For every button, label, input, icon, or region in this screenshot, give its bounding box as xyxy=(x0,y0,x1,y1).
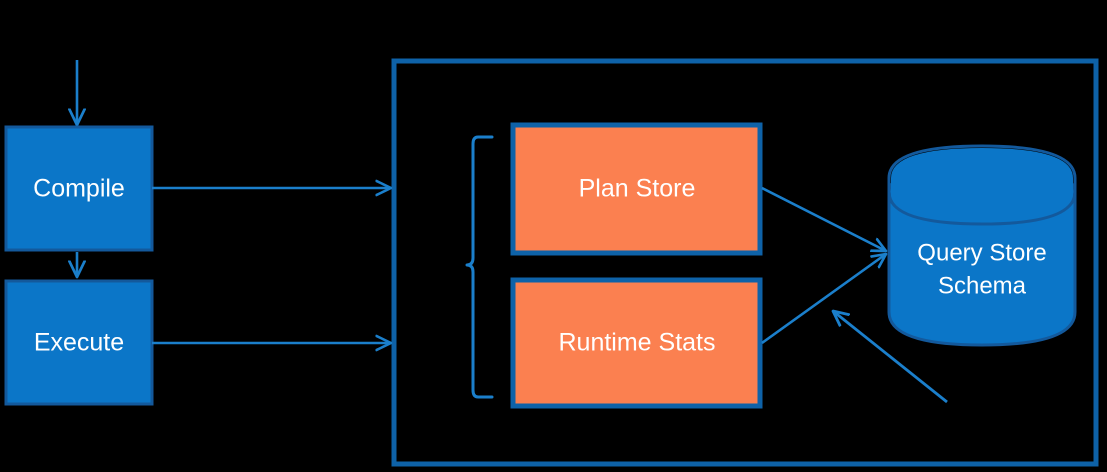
group-brace xyxy=(465,135,494,399)
compile-box xyxy=(4,125,154,252)
compile-label: Compile xyxy=(33,175,125,203)
connector-plan-store-to-schema xyxy=(761,186,886,251)
plan-store-label: Plan Store xyxy=(579,175,696,203)
query-store-container xyxy=(391,58,1099,467)
query-store-schema-cylinder xyxy=(887,144,1077,347)
connector-external-to-schema xyxy=(833,311,948,404)
connector-runtime-stats-to-schema xyxy=(761,254,886,345)
runtime-stats-label: Runtime Stats xyxy=(558,329,715,357)
query-store-schema-label-line2: Schema xyxy=(938,272,1027,299)
execute-label: Execute xyxy=(34,329,124,357)
plan-store-box xyxy=(510,122,763,256)
runtime-stats-box xyxy=(510,277,763,409)
query-store-schema-label-line1: Query Store xyxy=(917,239,1046,266)
